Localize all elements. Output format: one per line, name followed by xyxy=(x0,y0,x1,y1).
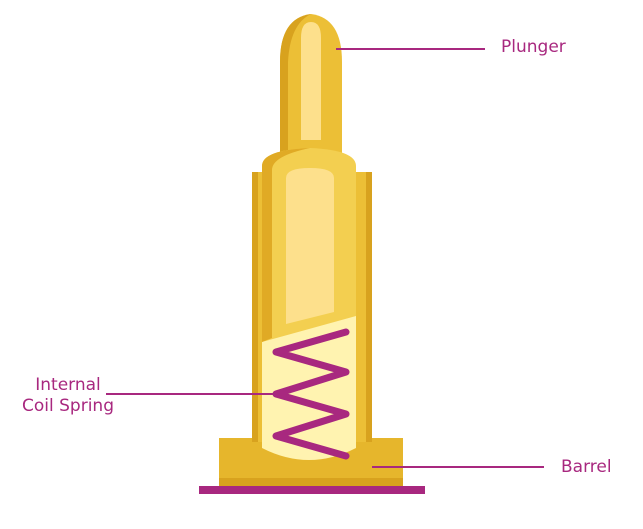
barrel-tube-right-shadow xyxy=(366,172,372,442)
base-bar xyxy=(199,486,425,494)
barrel-flange xyxy=(219,438,403,486)
plunger-body-edge xyxy=(262,148,310,342)
barrel-tube-left-highlight xyxy=(252,172,258,442)
coil-spring-label-line1: Internal xyxy=(35,375,101,395)
coil-spring xyxy=(272,328,350,460)
plunger-label-text: Plunger xyxy=(501,37,566,57)
barrel-label-text: Barrel xyxy=(561,457,612,477)
coil-spring-label: Internal Coil Spring xyxy=(20,375,116,417)
barrel-label: Barrel xyxy=(561,457,612,478)
plunger-body-inner xyxy=(286,168,334,324)
coil-spring-label-line2: Coil Spring xyxy=(22,396,114,416)
plunger-rod-highlight xyxy=(301,22,321,140)
plunger-rod-left-edge xyxy=(280,14,311,160)
plunger-label: Plunger xyxy=(501,37,566,58)
barrel-flange-shadow xyxy=(219,478,403,486)
